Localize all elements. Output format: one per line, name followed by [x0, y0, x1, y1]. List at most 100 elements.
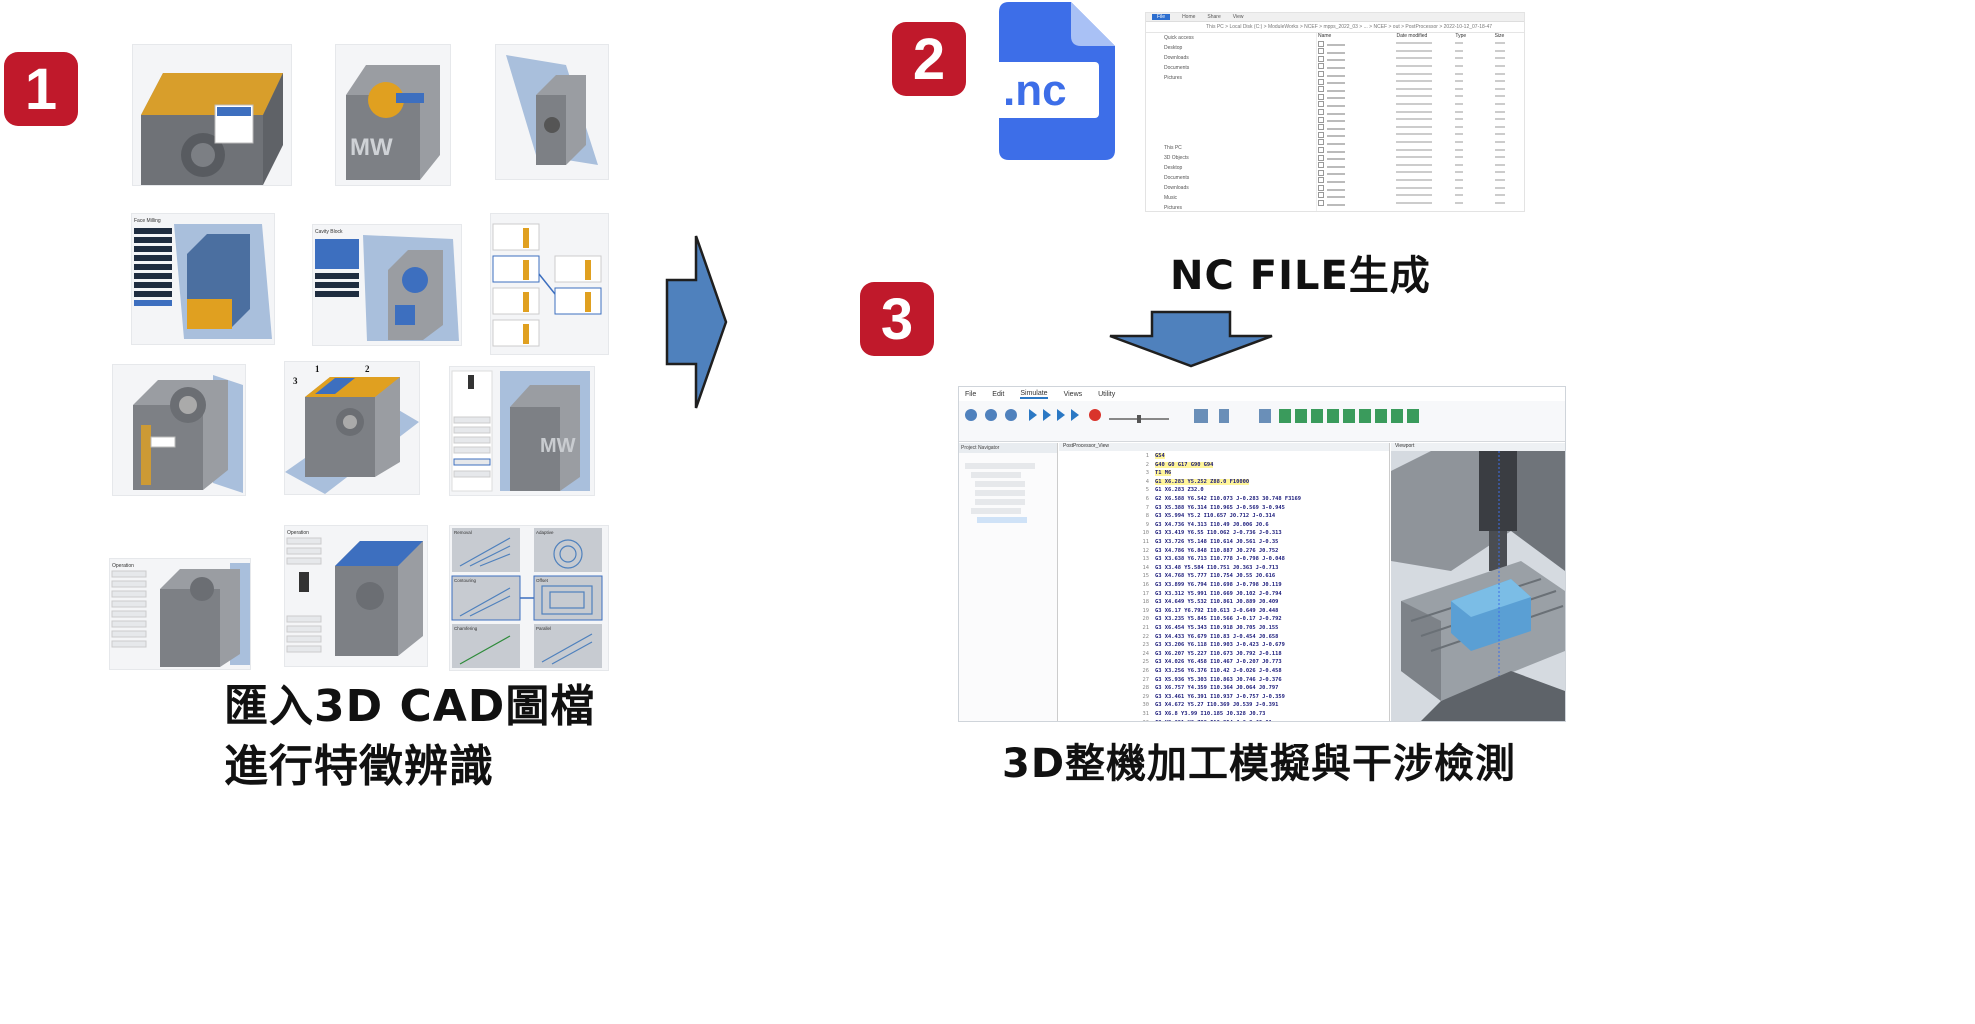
- explorer-file-row[interactable]: [1318, 56, 1524, 64]
- explorer-nav-item[interactable]: [1146, 83, 1316, 93]
- explorer-nav-item[interactable]: [1146, 133, 1316, 143]
- explorer-file-row[interactable]: [1318, 132, 1524, 140]
- code-line[interactable]: G3 X4.433 Y6.679 I10.83 J-0.454 J0.658: [1155, 634, 1278, 640]
- code-line[interactable]: G3 X4.768 Y5.777 I10.754 J0.55 J0.616: [1155, 573, 1275, 579]
- explorer-file-row[interactable]: [1318, 48, 1524, 56]
- code-line[interactable]: T1 M6: [1155, 470, 1171, 476]
- sim-view-title: Viewport: [1391, 443, 1565, 451]
- explorer-file-row[interactable]: [1318, 185, 1524, 193]
- explorer-file-row[interactable]: [1318, 147, 1524, 155]
- explorer-file-row[interactable]: [1318, 117, 1524, 125]
- explorer-nav-item[interactable]: Pictures: [1146, 203, 1316, 212]
- explorer-nav-item[interactable]: [1146, 123, 1316, 133]
- explorer-tab-file[interactable]: File: [1152, 14, 1170, 20]
- machine-simulator-screenshot: File Edit Simulate Views Utility Project…: [958, 386, 1566, 722]
- code-line[interactable]: G1 X6.283 Z32.0: [1155, 487, 1204, 493]
- explorer-file-row[interactable]: [1318, 170, 1524, 178]
- code-line[interactable]: G3 X4.672 Y5.27 I10.369 J0.539 J-0.391: [1155, 702, 1278, 708]
- code-line-number: 15: [1059, 573, 1149, 579]
- code-line[interactable]: G3 X3.206 Y6.118 I10.903 J-0.423 J-0.679: [1155, 642, 1285, 648]
- operation-label-2: Operation: [287, 530, 309, 536]
- code-line[interactable]: G3 X3.899 Y6.794 I10.698 J-0.798 J0.119: [1155, 582, 1282, 588]
- code-line[interactable]: G3 X3.48 Y5.584 I10.751 J0.363 J-0.713: [1155, 565, 1278, 571]
- code-line[interactable]: G3 X3.419 Y6.55 I10.062 J-0.736 J-0.313: [1155, 530, 1282, 536]
- code-line[interactable]: G3 X6.454 Y5.343 I10.918 J0.705 J0.155: [1155, 625, 1278, 631]
- code-line[interactable]: G3 X6.8 Y3.99 I10.185 J0.328 J0.73: [1155, 711, 1265, 717]
- explorer-file-row[interactable]: [1318, 192, 1524, 200]
- explorer-file-row[interactable]: [1318, 79, 1524, 87]
- explorer-tab-share[interactable]: Share: [1207, 14, 1220, 20]
- explorer-nav-item[interactable]: Quick access: [1146, 33, 1316, 43]
- code-line[interactable]: G3 X3.461 Y6.391 I10.937 J-0.757 J-0.359: [1155, 694, 1285, 700]
- code-line[interactable]: G3 X4.736 Y4.313 I10.49 J0.006 J0.6: [1155, 522, 1269, 528]
- explorer-nav-item[interactable]: Music: [1146, 193, 1316, 203]
- explorer-file-row[interactable]: [1318, 139, 1524, 147]
- explorer-nav-item[interactable]: [1146, 113, 1316, 123]
- explorer-col-name[interactable]: Name: [1318, 33, 1396, 41]
- explorer-nav-item[interactable]: [1146, 93, 1316, 103]
- code-line[interactable]: G3 X5.388 Y6.314 I10.965 J-0.569 3-0.945: [1155, 505, 1285, 511]
- step-3-caption: 3D整機加工模擬與干涉檢測: [1002, 734, 1516, 794]
- explorer-nav-item[interactable]: 3D Objects: [1146, 153, 1316, 163]
- code-line[interactable]: G2 X6.588 Y6.542 I10.073 J-0.283 30.748 …: [1155, 496, 1301, 502]
- explorer-tab-view[interactable]: View: [1233, 14, 1244, 20]
- code-line[interactable]: G40 G0 G17 G90 G94: [1155, 462, 1213, 468]
- explorer-file-row[interactable]: [1318, 86, 1524, 94]
- code-line-number: 14: [1059, 565, 1149, 571]
- sim-menu-views[interactable]: Views: [1064, 391, 1083, 398]
- explorer-file-row[interactable]: [1318, 71, 1524, 79]
- code-line[interactable]: G3 X4.649 Y5.532 I10.861 J0.889 J0.409: [1155, 599, 1278, 605]
- explorer-file-row[interactable]: [1318, 162, 1524, 170]
- explorer-col-date[interactable]: Date modified: [1396, 33, 1455, 41]
- explorer-file-row[interactable]: [1318, 101, 1524, 109]
- explorer-nav-item[interactable]: Pictures: [1146, 73, 1316, 83]
- code-line[interactable]: G3 X6.757 Y4.359 I10.364 J0.064 J0.797: [1155, 685, 1278, 691]
- code-line[interactable]: G3 X5.936 Y5.303 I10.863 J0.746 J-0.376: [1155, 677, 1282, 683]
- sim-menu-file[interactable]: File: [965, 391, 976, 398]
- explorer-nav-item[interactable]: Documents: [1146, 173, 1316, 183]
- code-line[interactable]: G3 X3.256 Y6.376 I10.42 J-0.026 J-0.458: [1155, 668, 1282, 674]
- code-line[interactable]: G54: [1155, 453, 1165, 459]
- explorer-col-size[interactable]: Size: [1495, 33, 1524, 41]
- explorer-file-row[interactable]: [1318, 177, 1524, 185]
- code-line[interactable]: G3 X6.17 Y6.792 I10.613 J-0.649 J0.448: [1155, 608, 1278, 614]
- explorer-file-row[interactable]: [1318, 94, 1524, 102]
- explorer-nav-item[interactable]: Downloads: [1146, 183, 1316, 193]
- explorer-nav-item[interactable]: Downloads: [1146, 53, 1316, 63]
- cad-thumb-cavity-block: Cavity Block: [312, 224, 462, 346]
- explorer-file-row[interactable]: [1318, 200, 1524, 208]
- explorer-file-row[interactable]: [1318, 124, 1524, 132]
- code-line[interactable]: G3 X5.994 Y5.2 I10.657 J0.712 J-0.314: [1155, 513, 1275, 519]
- explorer-nav-item[interactable]: Desktop: [1146, 163, 1316, 173]
- sim-menu-edit[interactable]: Edit: [992, 391, 1004, 398]
- sim-code-tab[interactable]: PostProcessor_View: [1059, 443, 1389, 451]
- explorer-file-row[interactable]: [1318, 41, 1524, 49]
- code-line[interactable]: G3 X3.235 Y5.845 I10.566 J-0.17 J-0.792: [1155, 616, 1282, 622]
- code-line-number: 25: [1059, 659, 1149, 665]
- code-line[interactable]: G3 X4.026 Y6.458 I10.467 J-0.207 J0.773: [1155, 659, 1282, 665]
- explorer-file-row[interactable]: [1318, 109, 1524, 117]
- code-line[interactable]: G1 X6.283 Y5.252 Z88.0 F10000: [1155, 479, 1249, 485]
- explorer-col-type[interactable]: Type: [1455, 33, 1494, 41]
- code-line[interactable]: G3 X3.638 Y6.713 I10.778 J-0.798 J-0.048: [1155, 556, 1285, 562]
- code-line[interactable]: G3 X3.726 Y5.148 I10.614 J0.561 J-0.35: [1155, 539, 1278, 545]
- code-line[interactable]: G3 X6.207 Y5.227 I10.673 J0.792 J-0.118: [1155, 651, 1282, 657]
- explorer-nav-item[interactable]: This PC: [1146, 143, 1316, 153]
- code-line[interactable]: G3 X3.312 Y5.991 I10.669 J0.102 J-0.794: [1155, 591, 1282, 597]
- code-line[interactable]: G3 X4.786 Y6.848 I10.887 J0.276 J0.752: [1155, 548, 1278, 554]
- sim-menu-utility[interactable]: Utility: [1098, 391, 1115, 398]
- explorer-nav-item[interactable]: Documents: [1146, 63, 1316, 73]
- explorer-address-bar[interactable]: This PC > Local Disk (C:) > ModuleWorks …: [1146, 22, 1524, 33]
- explorer-nav-item[interactable]: [1146, 103, 1316, 113]
- sim-3d-viewport[interactable]: Viewport: [1391, 443, 1565, 721]
- sim-menu-simulate[interactable]: Simulate: [1020, 390, 1047, 399]
- explorer-nav-item[interactable]: Desktop: [1146, 43, 1316, 53]
- code-line-number: 17: [1059, 591, 1149, 597]
- explorer-file-list: Name Date modified Type Size: [1318, 33, 1524, 211]
- explorer-file-row[interactable]: [1318, 155, 1524, 163]
- mw-logo-text: MW: [350, 134, 393, 161]
- explorer-file-row[interactable]: [1318, 63, 1524, 71]
- explorer-tab-home[interactable]: Home: [1182, 14, 1195, 20]
- code-line[interactable]: G3 X3.691 Y6.738 I10.254 J-6.8 J0.01: [1155, 720, 1272, 722]
